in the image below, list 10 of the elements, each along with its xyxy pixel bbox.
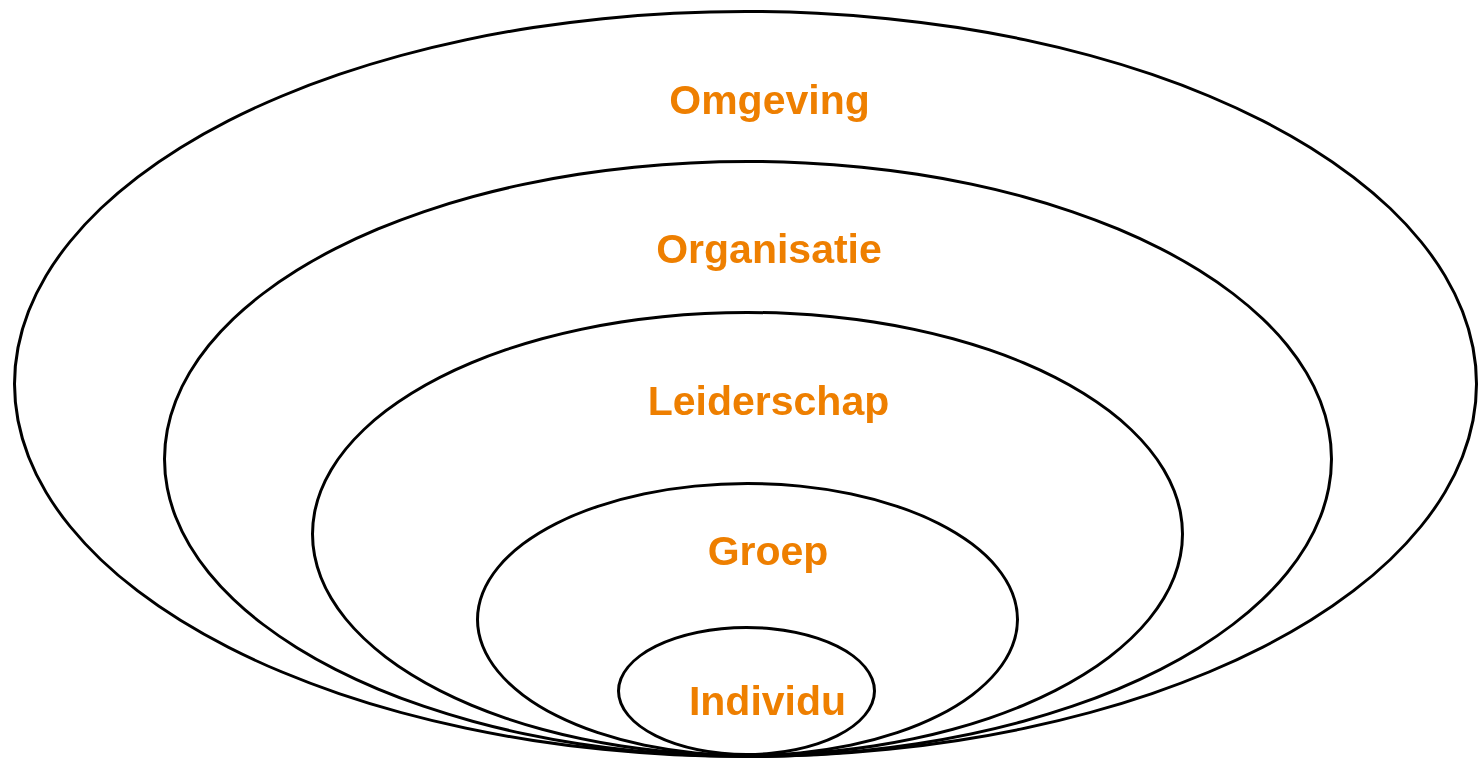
ellipse-layer [311,311,1184,757]
layer-label: Leiderschap [647,377,890,424]
ellipse-layer [162,159,1333,758]
ellipse-layer [13,10,1478,758]
layer-label: Omgeving [669,76,870,123]
layer-label: Organisatie [656,226,882,272]
ellipse-layer [475,481,1019,757]
layer-label: Individu [688,677,847,724]
ellipse-layer [617,626,876,756]
layer-label: Groep [707,528,829,574]
